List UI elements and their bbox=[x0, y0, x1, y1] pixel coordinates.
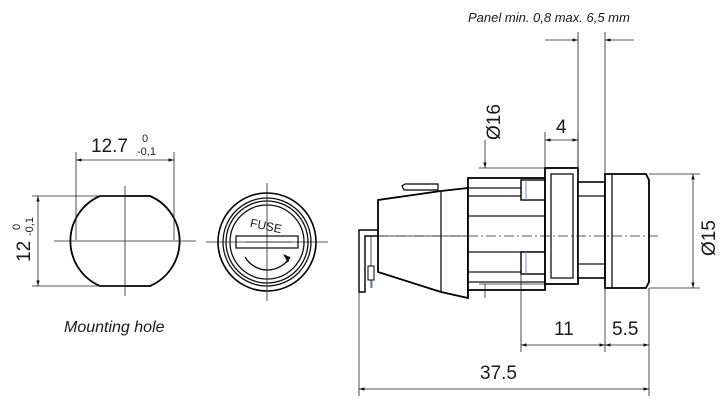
nut-bolt-bottom bbox=[520, 251, 546, 275]
rotation-arrow-head bbox=[283, 254, 290, 263]
mounting-hole-label: Mounting hole bbox=[64, 319, 165, 336]
rotation-arrow-arc bbox=[244, 256, 291, 271]
hole-height-tol-lower: -0,1 bbox=[24, 217, 36, 236]
cap-length-value: 5.5 bbox=[612, 319, 638, 340]
top-solder-lug bbox=[401, 183, 439, 191]
panel-thickness-note: Panel min. 0,8 max. 6,5 mm bbox=[468, 10, 630, 25]
body-length-value: 11 bbox=[554, 319, 574, 340]
terminal-tab bbox=[367, 265, 375, 281]
hole-height-value: 12 bbox=[14, 241, 35, 262]
mounting-hole-view: 12.7 0 -0,1 12 0 -0,1 Mounting hole bbox=[11, 133, 196, 336]
panel-section bbox=[577, 181, 606, 279]
fuse-cap-text: FUSE bbox=[249, 216, 283, 236]
front-view: FUSE bbox=[206, 183, 328, 301]
hole-width-tol-upper: 0 bbox=[142, 133, 148, 145]
hole-width-value: 12.7 bbox=[91, 136, 128, 157]
terminal-left bbox=[358, 229, 379, 293]
cap-diameter-value: Ø15 bbox=[699, 220, 720, 256]
nut-bolt-top bbox=[520, 179, 546, 201]
rear-body bbox=[377, 186, 469, 300]
total-length-value: 37.5 bbox=[480, 363, 517, 384]
side-view: Panel min. 0,8 max. 6,5 mm 4 Ø16 Ø15 11 bbox=[358, 10, 720, 396]
hole-height-tol-upper: 0 bbox=[11, 224, 23, 230]
hole-width-tol-lower: -0,1 bbox=[137, 146, 156, 158]
flange-thickness-value: 4 bbox=[556, 117, 567, 138]
flange-inner bbox=[550, 173, 574, 279]
flange-diameter-value: Ø16 bbox=[484, 104, 505, 140]
